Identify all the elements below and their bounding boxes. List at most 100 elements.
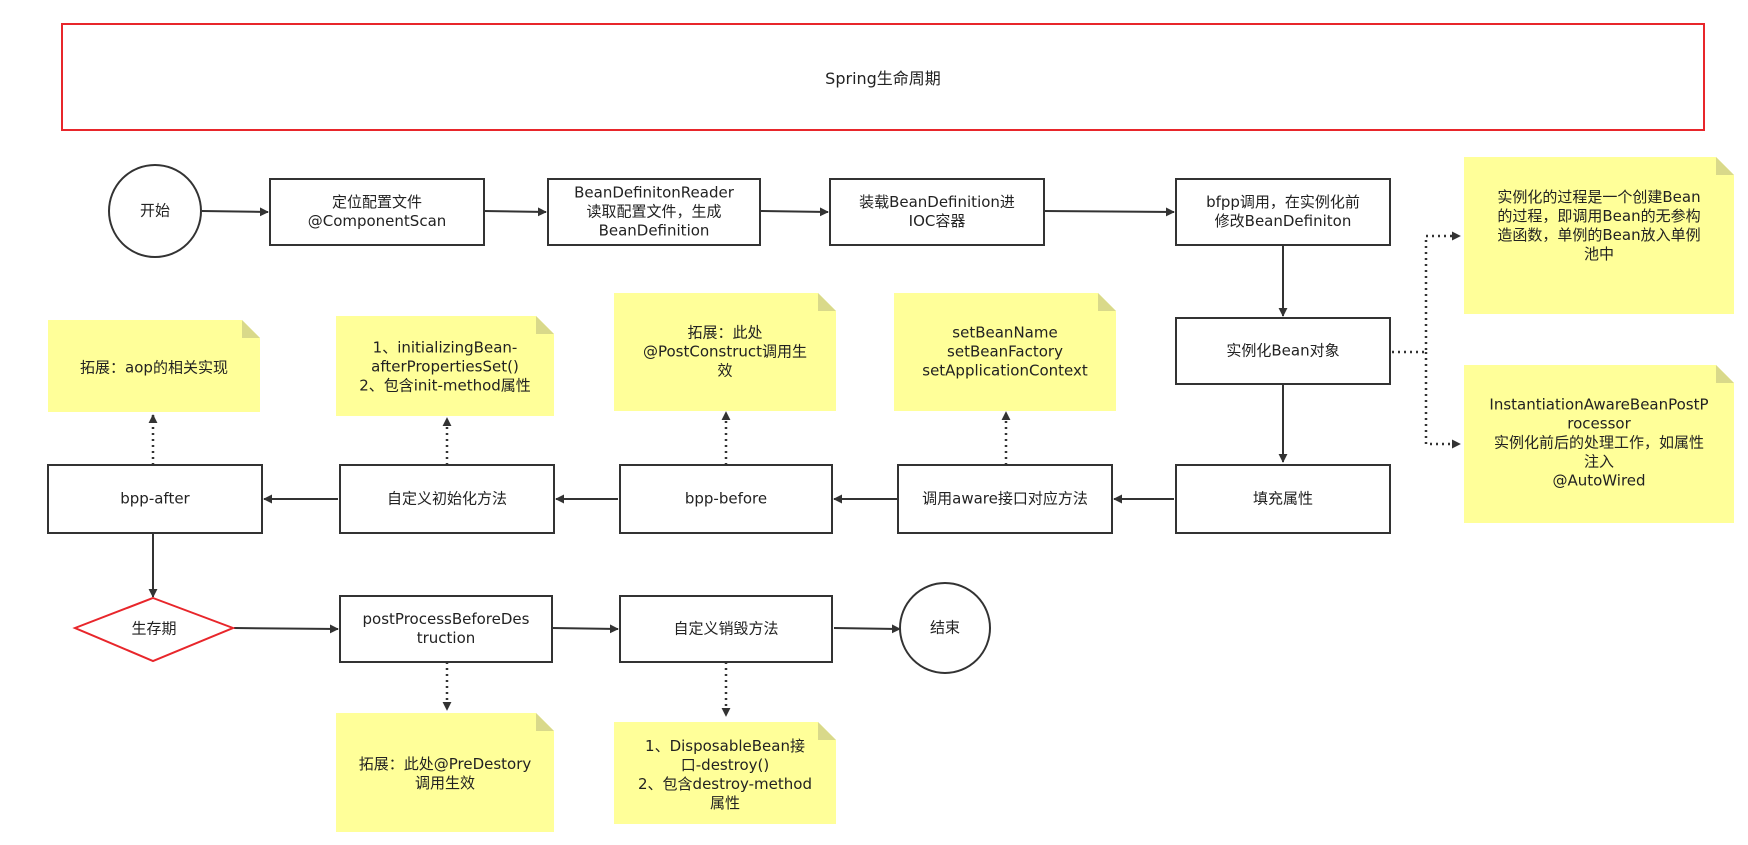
label-line: 调用aware接口对应方法 [922, 490, 1088, 508]
label-line: truction [417, 629, 476, 647]
note-fold-corner [1716, 365, 1734, 383]
note-init-methods: 1、initializingBean-afterPropertiesSet()2… [336, 316, 554, 416]
svg-text:自定义销毁方法: 自定义销毁方法 [673, 620, 778, 638]
label-line: 实例化Bean对象 [1226, 342, 1339, 360]
label-line: @PostConstruct调用生 [643, 343, 807, 361]
label-line: setBeanName [952, 324, 1057, 342]
label-line: 调用生效 [415, 774, 475, 792]
label-line: 1、initializingBean- [373, 339, 518, 357]
label-line: InstantiationAwareBeanPostP [1489, 396, 1708, 414]
note-background [614, 722, 836, 824]
label-line: 拓展：aop的相关实现 [80, 359, 228, 377]
svg-text:调用aware接口对应方法: 调用aware接口对应方法 [922, 490, 1088, 508]
label-line: IOC容器 [909, 212, 966, 230]
label-line: 定位配置文件 [332, 193, 422, 211]
label-line: 生存期 [131, 620, 176, 638]
svg-text:1、DisposableBean接口-destroy()2、: 1、DisposableBean接口-destroy()2、包含destroy-… [638, 737, 812, 812]
label-line: 读取配置文件，生成 [586, 203, 721, 221]
diagram-title-box: Spring生命周期 [61, 23, 1705, 131]
label-line: 实例化的过程是一个创建Bean [1497, 188, 1700, 206]
label-line: 池中 [1584, 245, 1614, 263]
edge-reader-load [759, 207, 829, 217]
diagram-title: Spring生命周期 [825, 69, 941, 88]
svg-text:开始: 开始 [140, 202, 170, 220]
note-background [48, 320, 260, 412]
label-line: 自定义初始化方法 [387, 490, 507, 508]
node-bpp-after: bpp-after [47, 464, 263, 534]
node-instantiate-bean: 实例化Bean对象 [1175, 317, 1391, 385]
note-fold-corner [1716, 157, 1734, 175]
edge-lifetime-ppbd [233, 624, 339, 634]
label-line: 口-destroy() [681, 756, 769, 774]
label-line: setApplicationContext [922, 362, 1088, 380]
label-line: 拓展：此处@PreDestory [359, 755, 532, 773]
svg-text:实例化Bean对象: 实例化Bean对象 [1226, 342, 1339, 360]
label-line: bfpp调用，在实例化前 [1206, 193, 1360, 211]
note-background [614, 293, 836, 411]
svg-text:结束: 结束 [930, 619, 960, 637]
note-fold-corner [536, 316, 554, 334]
label-line: 造函数，单例的Bean放入单例 [1497, 226, 1700, 244]
node-custom-init: 自定义初始化方法 [339, 464, 555, 534]
label-line: 实例化前后的处理工作，如属性 [1494, 434, 1704, 452]
label-line: 填充属性 [1253, 490, 1313, 508]
edge-load-bfpp [1043, 207, 1175, 217]
svg-text:bpp-after: bpp-after [120, 490, 190, 508]
label-line: 2、包含init-method属性 [359, 377, 531, 395]
label-line: 1、DisposableBean接 [645, 737, 805, 755]
node-bfpp: bfpp调用，在实例化前修改BeanDefiniton [1175, 178, 1391, 246]
node-lifetime: 生存期 [72, 596, 236, 663]
connector-layer [148, 207, 1461, 717]
note-background [1464, 365, 1734, 523]
label-line: 修改BeanDefiniton [1215, 212, 1352, 230]
edge-destroy-end [833, 624, 901, 634]
label-line: 效 [717, 362, 732, 380]
node-bpp-before: bpp-before [619, 464, 833, 534]
label-line: postProcessBeforeDes [363, 610, 530, 628]
svg-text:填充属性: 填充属性 [1253, 490, 1313, 508]
label-line: 开始 [140, 202, 170, 220]
label-line: 自定义销毁方法 [673, 620, 778, 638]
note-background [1464, 157, 1734, 314]
dotted-instantiate-note [1392, 231, 1461, 354]
note-disposable-bean: 1、DisposableBean接口-destroy()2、包含destroy-… [614, 722, 836, 824]
dotted-instantiate-iabpp [1424, 352, 1461, 449]
edge-start-locate [201, 207, 269, 217]
node-aware-methods: 调用aware接口对应方法 [897, 464, 1113, 534]
label-line: 属性 [710, 794, 740, 812]
label-line: BeanDefinition [599, 222, 710, 240]
svg-text:生存期: 生存期 [131, 620, 176, 638]
label-line: 的过程，即调用Bean的无参构 [1497, 207, 1700, 225]
edge-ppbd-destroy [551, 624, 619, 634]
svg-text:拓展：此处@PostConstruct调用生效: 拓展：此处@PostConstruct调用生效 [643, 324, 807, 380]
svg-text:自定义初始化方法: 自定义初始化方法 [387, 490, 507, 508]
label-line: 2、包含destroy-method [638, 775, 812, 793]
label-line: 拓展：此处 [687, 324, 762, 342]
node-locate-config: 定位配置文件@ComponentScan [269, 178, 485, 246]
svg-text:bfpp调用，在实例化前修改BeanDefiniton: bfpp调用，在实例化前修改BeanDefiniton [1206, 193, 1360, 230]
label-line: setBeanFactory [947, 343, 1063, 361]
label-line: 结束 [930, 619, 960, 637]
note-fold-corner [818, 293, 836, 311]
svg-text:拓展：aop的相关实现: 拓展：aop的相关实现 [80, 359, 228, 377]
label-line: rocessor [1567, 415, 1631, 433]
svg-text:定位配置文件@ComponentScan: 定位配置文件@ComponentScan [308, 193, 447, 230]
node-start: 开始 [108, 164, 202, 258]
svg-text:1、initializingBean-afterProper: 1、initializingBean-afterPropertiesSet()2… [359, 339, 531, 395]
note-background [336, 316, 554, 416]
edge-locate-reader [483, 207, 547, 217]
label-line: @AutoWired [1552, 472, 1645, 490]
